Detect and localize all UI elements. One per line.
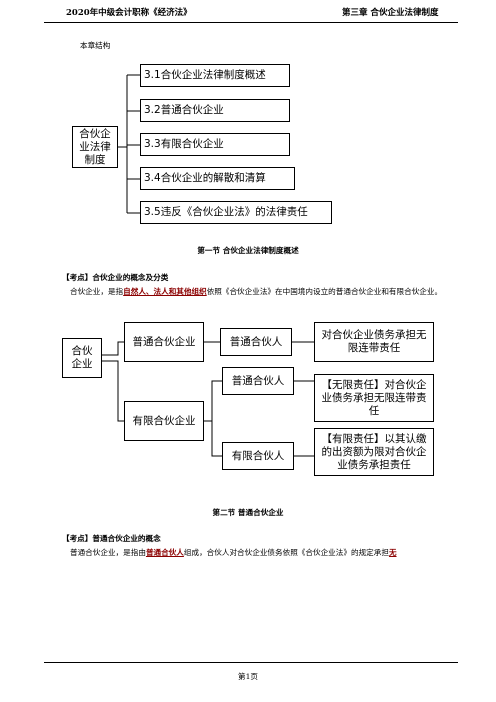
diagram-root-box: 合伙企业 [62,338,102,378]
diagram-partner-limited-label: 有限合伙人 [231,449,285,462]
section2-point: 【考点】普通合伙企业的概念 [62,534,161,543]
structure-caption: 本章结构 [80,41,111,50]
section1-para-before: 合伙企业，是指 [70,287,124,296]
section2-para-before: 普通合伙企业，是指由 [70,548,146,557]
structure-item-1-label: 3.1合伙企业法律制度概述 [144,69,266,81]
structure-root-box: 合伙企业法律制度 [72,126,118,168]
diagram-limited-box: 有限合伙企业 [124,401,204,441]
structure-item-2-label: 3.2普通合伙企业 [144,104,224,116]
diagram-desc3-box: 【有限责任】以其认缴的出资额为限对合伙企业债务承担责任 [314,428,434,476]
section1-para-emphasis: 自然人、法人和其他组织 [123,287,207,296]
structure-item-4: 3.4合伙企业的解散和清算 [140,167,295,190]
section2-para-after: 组成，合伙人对合伙企业债务依照《合伙企业法》的规定承担 [183,548,389,557]
section2-para-tail: 无 [388,548,397,557]
diagram-desc1-box: 对合伙企业债务承担无限连带责任 [314,322,434,362]
section2-para-emphasis: 普通合伙人 [145,548,184,557]
structure-item-5-label: 3.5违反《合伙企业法》的法律责任 [144,206,308,218]
root-to-general-link [102,341,124,356]
header-divider [44,22,458,23]
footer-divider [44,662,458,663]
structure-item-4-label: 3.4合伙企业的解散和清算 [144,172,266,184]
structure-root-label: 合伙企业法律制度 [79,127,111,166]
diagram-partner-general2-box: 普通合伙人 [222,367,294,395]
section2-title: 第二节 普通合伙企业 [212,508,284,517]
diagram-partner-limited-box: 有限合伙人 [222,442,294,470]
diagram-general-label: 普通合伙企业 [132,335,196,348]
section2-paragraph: 普通合伙企业，是指由普通合伙人组成，合伙人对合伙企业债务依照《合伙企业法》的规定… [62,547,462,559]
structure-item-2: 3.2普通合伙企业 [140,99,290,122]
header-right: 第三章 合伙企业法律制度 [342,8,439,18]
footer-page-number: 第1页 [237,672,259,681]
section1-point: 【考点】合伙企业的概念及分类 [62,273,169,282]
diagram-partner-general-box: 普通合伙人 [220,328,292,356]
diagram-desc1-label: 对合伙企业债务承担无限连带责任 [321,329,427,354]
root-to-limited-link [102,360,124,422]
diagram-root-label: 合伙企业 [71,345,93,370]
diagram-desc2-box: 【无限责任】对合伙企业债务承担无限连带责任 [314,374,434,422]
diagram-partner-general-label: 普通合伙人 [229,335,283,348]
structure-connectors [118,74,140,214]
structure-item-3: 3.3有限合伙企业 [140,133,290,156]
diagram-general-box: 普通合伙企业 [124,322,204,362]
diagram-partner-general2-label: 普通合伙人 [231,374,285,387]
diagram-desc2-label: 【无限责任】对合伙企业债务承担无限连带责任 [321,378,427,417]
diagram-limited-label: 有限合伙企业 [132,414,196,427]
section1-para-after: 依照《合伙企业法》在中国境内设立的普通合伙企业和有限合伙企业。 [206,287,443,296]
header-left: 2020年中级会计职称《经济法》 [66,8,192,18]
section1-paragraph: 合伙企业，是指自然人、法人和其他组织依照《合伙企业法》在中国境内设立的普通合伙企… [62,286,460,298]
section1-title: 第一节 合伙企业法律制度概述 [197,246,299,255]
structure-item-3-label: 3.3有限合伙企业 [144,138,224,150]
structure-item-1: 3.1合伙企业法律制度概述 [140,64,290,87]
structure-item-5: 3.5违反《合伙企业法》的法律责任 [140,201,332,224]
limited-to-limited-partner-link [204,420,222,457]
limited-to-general-partner-link [204,380,222,422]
diagram-desc3-label: 【有限责任】以其认缴的出资额为限对合伙企业债务承担责任 [321,432,427,471]
